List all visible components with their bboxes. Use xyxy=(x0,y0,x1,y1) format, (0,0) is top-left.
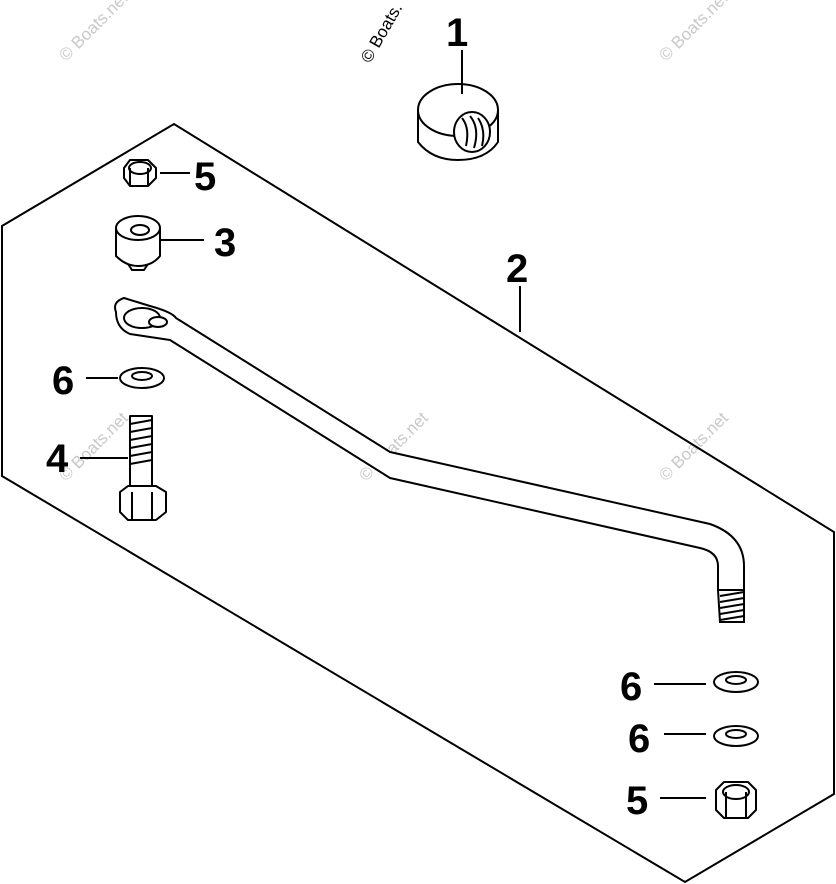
bolt-part xyxy=(119,415,167,521)
watermark: © Boats.net xyxy=(655,408,732,485)
callout-6-right-2: 6 xyxy=(628,717,650,761)
link-rod-part xyxy=(114,297,745,623)
callout-4: 4 xyxy=(46,437,69,481)
lock-nut-top-part xyxy=(123,159,157,187)
bushing-part xyxy=(417,83,499,161)
washer-right-2-part xyxy=(713,725,759,747)
callouts: 1 2 3 4 5 6 6 6 5 xyxy=(46,11,650,823)
callout-6-left: 6 xyxy=(52,359,74,403)
callout-5-top: 5 xyxy=(194,155,216,199)
kit-outline xyxy=(0,122,835,884)
watermark: © Boats.net xyxy=(55,0,132,65)
leader-lines xyxy=(80,50,706,799)
rod-thread xyxy=(717,589,745,623)
washer-left-part xyxy=(119,367,165,389)
callout-3: 3 xyxy=(214,221,236,265)
callout-5-bottom: 5 xyxy=(626,779,648,823)
washer-right-1-part xyxy=(713,671,759,693)
callout-2: 2 xyxy=(506,247,528,291)
callout-1: 1 xyxy=(446,11,468,55)
lock-nut-bottom-part xyxy=(715,781,757,819)
watermark-partial: © Boats. xyxy=(357,0,406,66)
callout-6-right-1: 6 xyxy=(620,665,642,709)
watermark: © Boats.net xyxy=(655,0,732,65)
spacer-part xyxy=(115,215,161,271)
